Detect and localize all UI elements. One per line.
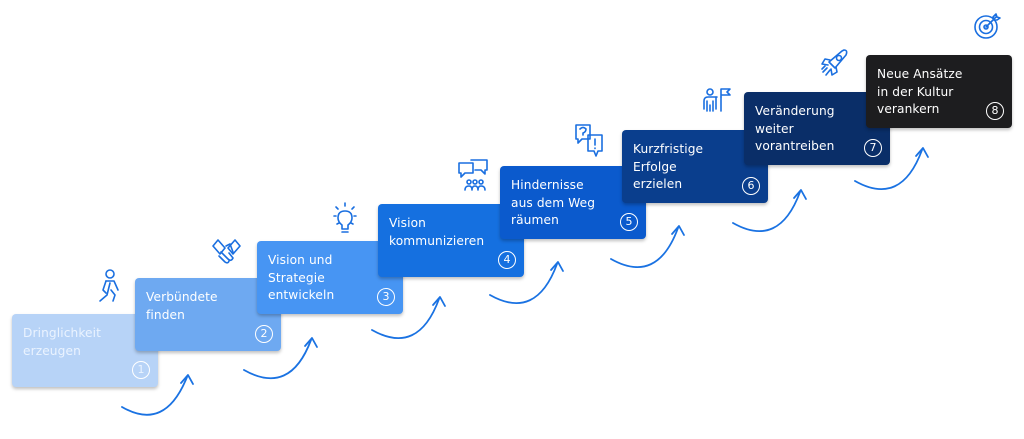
step-card-7: Veränderung weiter vorantreiben 7 (744, 92, 890, 165)
person-with-flag-icon (703, 88, 731, 112)
step-label: Verbündete finden (146, 290, 218, 322)
step-label: Vision und Strategie entwickeln (268, 253, 335, 302)
handshake-icon (212, 239, 241, 264)
rocket-icon (821, 49, 848, 76)
step-number-badge: 5 (620, 213, 638, 231)
arrow-5-to-6 (610, 225, 685, 268)
step-card-8: Neue Ansätze in der Kultur verankern 8 (866, 55, 1012, 128)
question-exclamation-bubbles-icon (575, 124, 603, 157)
walking-person-icon (99, 269, 119, 302)
step-number-badge: 1 (132, 361, 150, 379)
arrow-3-to-4 (371, 296, 446, 339)
step-number-badge: 7 (864, 139, 882, 157)
step-label: Dringlichkeit erzeugen (23, 326, 102, 358)
arrow-2-to-3 (243, 337, 318, 380)
step-card-1: Dringlichkeit erzeugen 1 (12, 314, 158, 387)
arrow-6-to-7 (732, 189, 807, 232)
step-number-badge: 3 (377, 288, 395, 306)
group-chat-icon (458, 159, 488, 191)
lightbulb-icon (333, 202, 357, 233)
step-number-badge: 8 (986, 102, 1004, 120)
step-label: Hindernisse aus dem Weg räumen (511, 178, 596, 227)
arrow-1-to-2 (121, 374, 194, 416)
step-label: Veränderung weiter vorantreiben (755, 104, 835, 153)
step-number-badge: 4 (498, 251, 516, 269)
step-card-5: Hindernisse aus dem Weg räumen 5 (500, 166, 646, 239)
arrow-4-to-5 (489, 261, 564, 304)
step-label: Kurzfristige Erfolge erzielen (633, 142, 704, 191)
step-card-2: Verbündete finden 2 (135, 278, 281, 351)
step-number-badge: 2 (255, 325, 273, 343)
arrow-7-to-8 (854, 147, 929, 190)
step-card-6: Kurzfristige Erfolge erzielen 6 (622, 130, 768, 203)
step-label: Vision kommunizieren (389, 216, 485, 248)
step-card-4: Vision kommunizieren 4 (378, 204, 524, 277)
step-number-badge: 6 (742, 177, 760, 195)
step-label: Neue Ansätze in der Kultur verankern (877, 67, 963, 116)
target-icon (974, 13, 1001, 39)
